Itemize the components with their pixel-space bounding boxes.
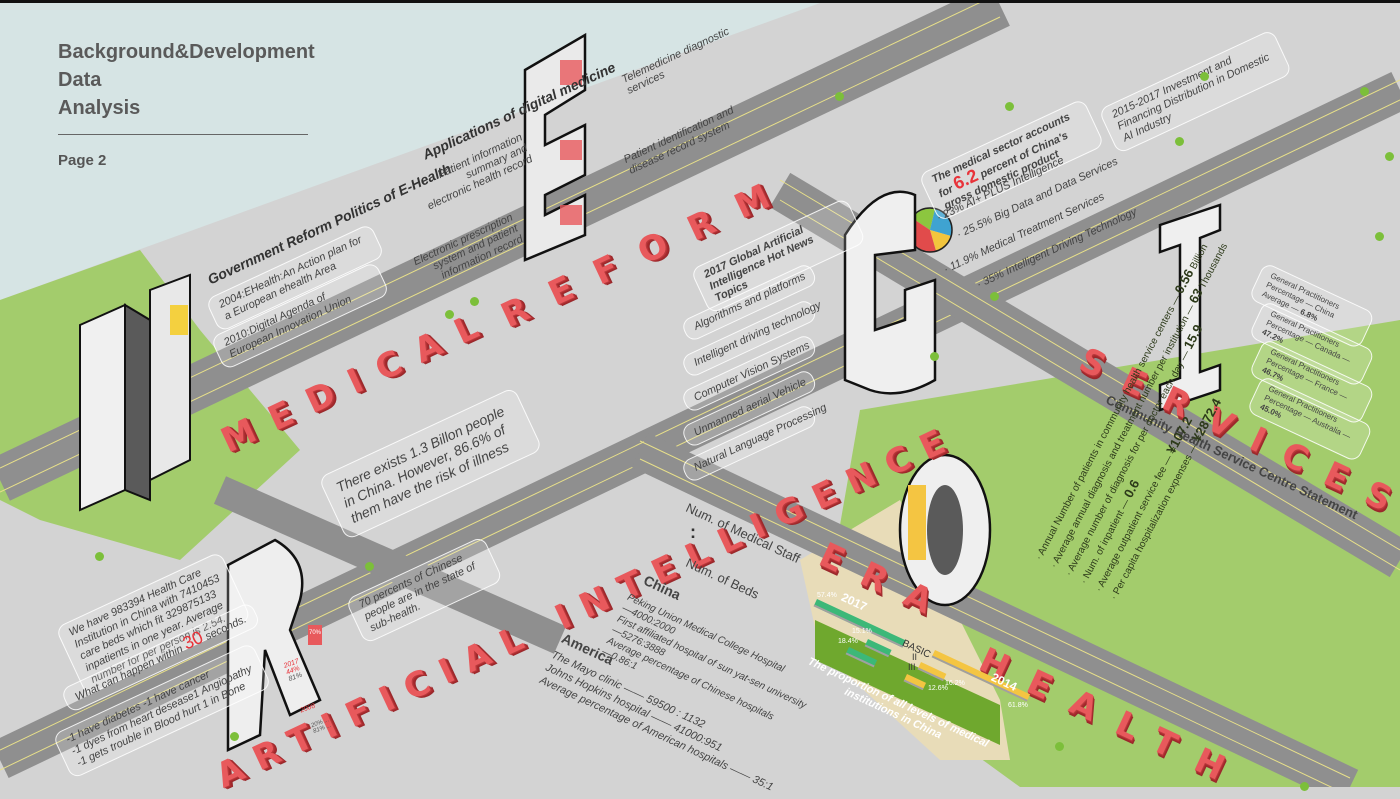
tree-icon <box>835 92 844 101</box>
level-iii: III <box>908 662 916 672</box>
pct-2014-iii: 12.6% <box>928 685 948 692</box>
ratio-colon: : <box>690 522 696 542</box>
sky-area <box>0 3 820 300</box>
title-line: Background&Development <box>58 41 315 63</box>
building-letter-g <box>843 190 937 395</box>
building-letter-e <box>523 32 587 262</box>
tree-icon <box>95 552 104 561</box>
tree-icon <box>1005 102 1014 111</box>
tree-icon <box>1375 232 1384 241</box>
building-letter-o <box>898 453 992 607</box>
tree-icon <box>470 297 479 306</box>
title-line: Analysis <box>58 97 141 119</box>
tree-icon <box>930 352 939 361</box>
title-line: Data <box>58 69 102 91</box>
top-border <box>0 0 1400 3</box>
tree-icon <box>365 562 374 571</box>
pct-2017-ii: 15.1% <box>852 628 872 635</box>
tree-icon <box>230 732 239 741</box>
pct-2017-basic: 57.4% <box>817 592 837 599</box>
pct-2017-iii: 18.4% <box>838 638 858 645</box>
tree-icon <box>1200 72 1209 81</box>
page-title: Background&Development Data Analysis <box>58 38 315 122</box>
pie-slice-big-data <box>930 209 952 236</box>
title-divider <box>58 134 308 135</box>
pie-slice-medical <box>930 230 951 251</box>
building-letter-i <box>1158 203 1222 412</box>
pct-2014-basic: 61.8% <box>1008 702 1028 709</box>
pct-2014-ii: 16.2% <box>945 680 965 687</box>
tree-icon <box>1175 137 1184 146</box>
level-ii: II <box>912 652 918 662</box>
r-price-tag: 70% <box>309 630 322 636</box>
tree-icon <box>1385 152 1394 161</box>
tree-icon <box>990 292 999 301</box>
building-letter-m <box>79 273 191 512</box>
page-label: Page 2 <box>58 152 107 169</box>
tree-icon <box>1360 87 1369 96</box>
tree-icon <box>445 310 454 319</box>
tree-icon <box>1055 742 1064 751</box>
pie-slice-ai-plus <box>912 208 935 230</box>
building-letter-r <box>226 538 322 752</box>
